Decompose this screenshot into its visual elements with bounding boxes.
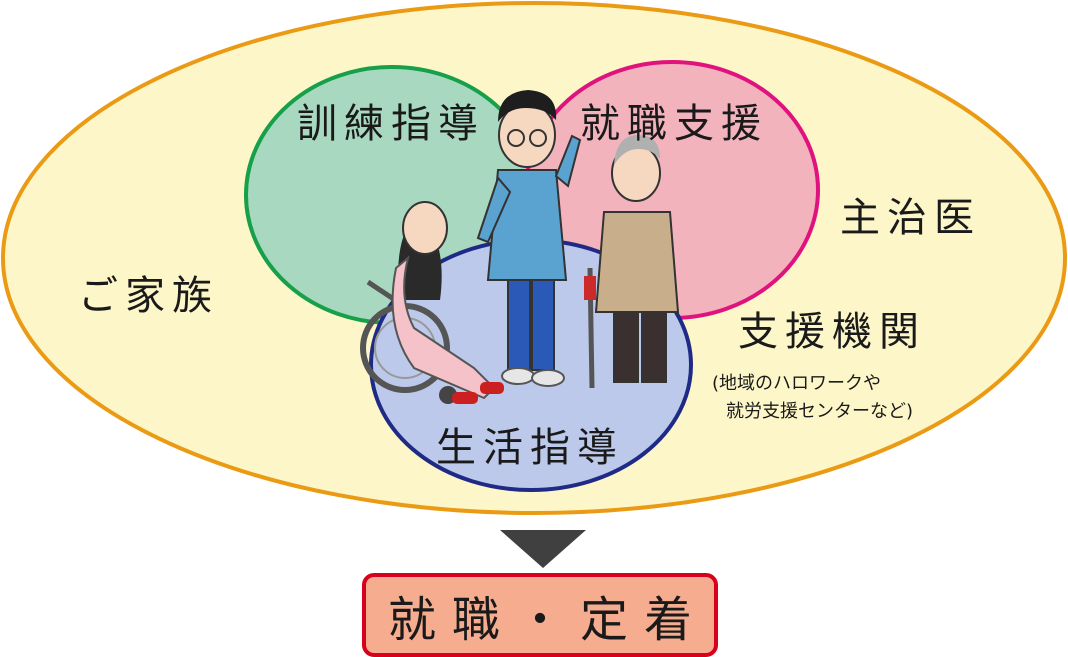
- elderly-man-illustration: [584, 135, 680, 389]
- support-org-label: 支援機関: [738, 309, 926, 355]
- doctor-label: 主治医: [840, 195, 981, 241]
- wheelchair-user-illustration: [360, 201, 504, 404]
- training-label: 訓練指導: [297, 101, 485, 147]
- employment-support-label: 就職支援: [580, 101, 768, 147]
- man-illustration: [476, 90, 582, 387]
- down-arrow-icon: [500, 530, 586, 568]
- family-label: ご家族: [78, 273, 219, 319]
- result-label: 就職・定着: [387, 592, 708, 648]
- support-org-note-line2: 就労支援センターなど): [726, 401, 914, 422]
- life-guidance-label: 生活指導: [436, 425, 624, 471]
- support-org-note-line1: (地域のハロワークや: [712, 373, 882, 394]
- result-box: 就職・定着: [362, 573, 718, 657]
